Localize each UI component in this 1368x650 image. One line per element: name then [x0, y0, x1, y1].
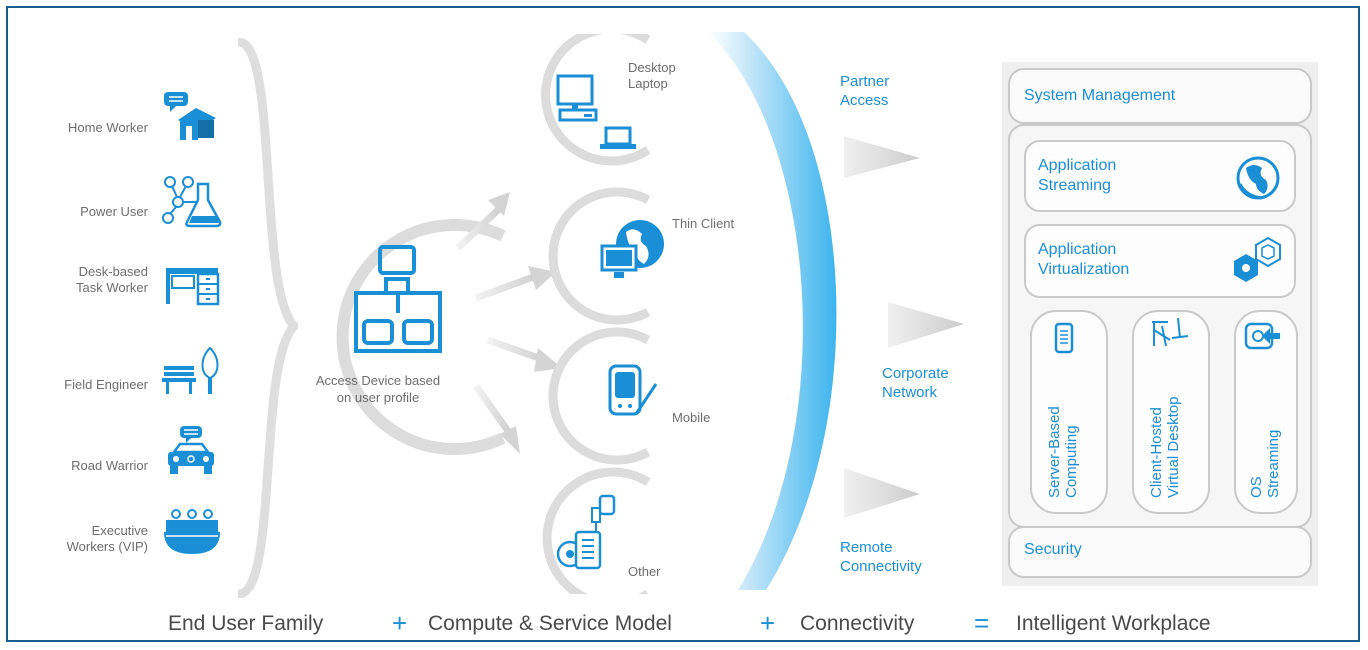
connectivity-crescent — [708, 32, 837, 590]
other-label: Other — [628, 564, 661, 579]
plus-sign-2: + — [760, 608, 776, 638]
equals-sign: = — [974, 608, 990, 638]
security-box — [1008, 526, 1312, 578]
deckchair-icon — [1152, 317, 1189, 347]
mobile-label: Mobile — [672, 410, 711, 425]
system-management-label: System Management — [1024, 87, 1176, 104]
desk-icon — [166, 268, 220, 306]
server-icon — [1054, 322, 1074, 354]
globe-icon — [1236, 156, 1280, 200]
field-engineer-label: Field Engineer — [64, 377, 148, 392]
os-disc-icon — [1244, 322, 1280, 350]
device-circles — [541, 34, 651, 594]
molecule-flask-icon — [162, 176, 222, 228]
intelligent-workplace-term: Intelligent Workplace — [1016, 612, 1211, 635]
hub-arrows — [455, 192, 562, 454]
mobile-pda-icon — [608, 364, 658, 416]
desktop-laptop-icon — [556, 74, 636, 149]
connectivity-term: Connectivity — [800, 612, 915, 635]
os-streaming-box — [1234, 310, 1298, 514]
network-computers-icon — [354, 245, 442, 353]
house-icon — [164, 92, 216, 140]
home-worker-label: Home Worker — [68, 120, 148, 135]
car-icon — [168, 426, 214, 474]
client-hosted-box — [1132, 310, 1210, 514]
access-device-arc — [336, 219, 506, 455]
peripherals-icon — [556, 494, 616, 570]
executives-icon — [164, 509, 220, 554]
compute-service-term: Compute & Service Model — [428, 612, 672, 635]
plus-sign-1: + — [392, 608, 408, 638]
bench-tree-icon — [162, 346, 219, 394]
server-based-box — [1030, 310, 1108, 514]
power-user-label: Power User — [80, 204, 148, 219]
end-user-family-term: End User Family — [168, 612, 324, 635]
thin-client-label: Thin Client — [672, 216, 735, 231]
thin-client-globe-icon — [600, 220, 664, 278]
hexagons-icon — [1234, 236, 1281, 282]
security-label: Security — [1024, 541, 1082, 558]
system-management-box — [1008, 68, 1312, 124]
road-warrior-label: Road Warrior — [71, 458, 148, 473]
user-family-bracket — [238, 38, 298, 598]
connectivity-arrows — [844, 136, 964, 518]
